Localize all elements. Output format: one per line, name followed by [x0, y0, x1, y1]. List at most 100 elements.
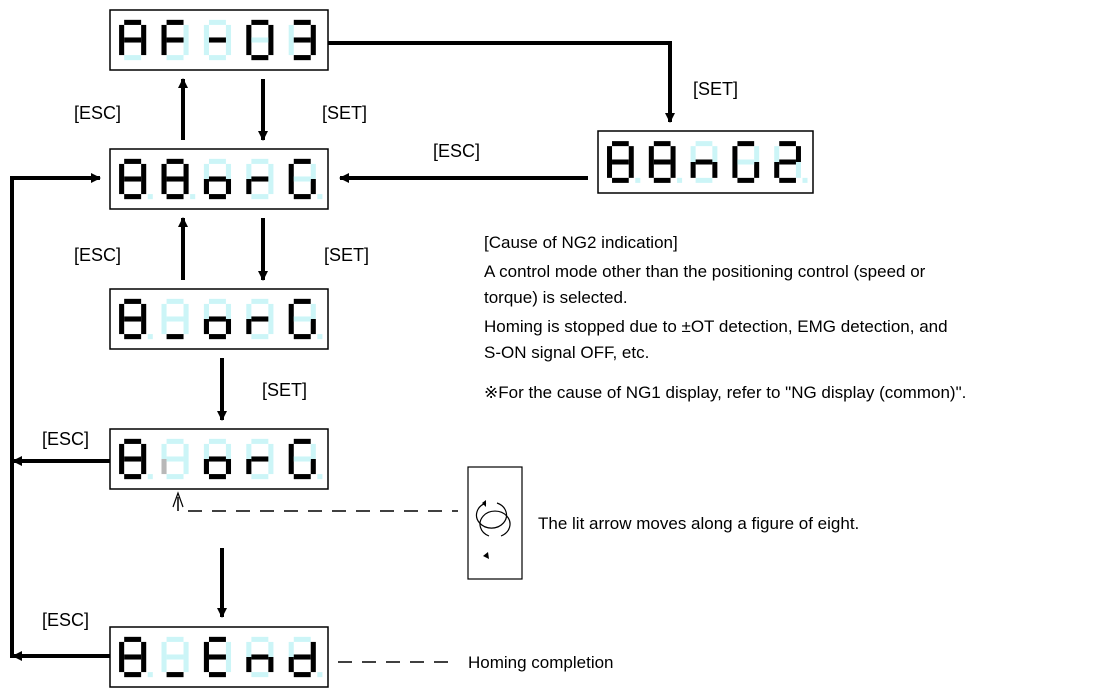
org1-digit-0-seg-d [124, 194, 142, 200]
end-digit-1-seg-f [161, 641, 167, 657]
end-digit-2-seg-a [208, 636, 226, 642]
org2-digit-4-seg-a [293, 298, 311, 304]
org3-digit-3-seg-d [251, 474, 269, 480]
org2-digit-4-seg-d [293, 334, 311, 340]
ng2-digit-0-seg-c [628, 162, 634, 178]
top-digit-0-seg-f [119, 24, 125, 40]
end-digit-4-seg-f [288, 641, 294, 657]
ng2-digit-3-seg-f [732, 146, 738, 162]
org3-digit-3-seg-a [251, 438, 269, 444]
ng2-digit-1-seg-b [670, 146, 676, 162]
ng2-digit-1-seg-f [648, 146, 654, 162]
ng2-digit-0-seg-f [607, 146, 613, 162]
end-digit-0-seg-d [124, 672, 142, 678]
top-digit-0-seg-g [124, 37, 142, 43]
top-digit-4-seg-g [293, 37, 311, 43]
end-digit-4-seg-g [293, 654, 311, 660]
top-digit-4-seg-b [310, 24, 316, 40]
org3-digit-4-seg-c [310, 459, 316, 475]
org3-digit-3-seg-f [246, 443, 252, 459]
org1-digit-2-seg-a [208, 158, 226, 164]
top-digit-2-seg-d [208, 55, 226, 61]
ng2-digit-1-seg-d [653, 177, 671, 183]
org1-digit-3-seg-f [246, 163, 252, 179]
org1-digit-0-seg-e [119, 179, 125, 195]
esc-label-ng2: [ESC] [433, 141, 481, 161]
org2-digit-2-seg-e [203, 319, 209, 335]
org1-digit-2-seg-d [208, 194, 226, 200]
ng2-digit-3-seg-d [737, 177, 755, 183]
org2-digit-3-seg-g [251, 316, 269, 322]
org3-digit-2-seg-c [225, 459, 232, 475]
top-digit-1-seg-c [183, 40, 189, 56]
ng2-digit-2-seg-b [712, 146, 718, 162]
top-digit-3-seg-f [246, 24, 252, 40]
ng2-digit-0-seg-g [612, 159, 629, 165]
org2-digit-2-seg-b [225, 303, 232, 319]
top-digit-2-seg-g [208, 37, 226, 43]
org2-digit-1-seg-c [183, 319, 189, 335]
org2-digit-4-dot [317, 334, 323, 340]
org2-digit-4-seg-f [288, 303, 294, 319]
end-digit-1-seg-a [166, 636, 184, 642]
end-digit-3-seg-g [251, 654, 269, 660]
end-digit-3-seg-c [268, 657, 274, 673]
org1-digit-0-dot [147, 194, 153, 200]
top-digit-4-seg-f [288, 24, 294, 40]
end-digit-0-seg-c [141, 657, 147, 673]
figure-eight-legend-box [467, 466, 523, 580]
org3-digit-1-seg-d [166, 474, 184, 480]
ng2-digit-4-seg-g [779, 159, 796, 165]
display-ng2-digits [607, 141, 808, 183]
end-digit-3-seg-f [246, 641, 252, 657]
org2-digit-0-seg-a [124, 298, 142, 304]
org2-digit-2-seg-d [208, 334, 226, 340]
top-digit-2-seg-f [203, 24, 209, 40]
end-digit-4-seg-a [293, 636, 311, 642]
org2-digit-3-seg-c [268, 319, 274, 335]
esc-label-4: [ESC] [42, 610, 90, 630]
ng2-digit-2-seg-g [695, 159, 713, 165]
display-top-digits [119, 19, 316, 61]
end-digit-2-seg-b [225, 641, 232, 657]
org2-digit-2-seg-c [225, 319, 232, 335]
ng2-digit-4-seg-f [774, 146, 780, 162]
org1-digit-4-seg-e [288, 179, 294, 195]
org2-digit-2-seg-g [208, 316, 226, 322]
ng2-digit-1-seg-g [653, 159, 671, 165]
org1-digit-0-seg-b [141, 163, 147, 179]
top-digit-1-seg-b [183, 24, 189, 40]
org3-digit-0-dot [147, 474, 153, 480]
end-digit-1-seg-g [166, 654, 184, 660]
org1-digit-4-seg-c [310, 179, 316, 195]
org3-digit-2-seg-g [208, 456, 226, 462]
ng2-digit-1-seg-a [653, 141, 671, 147]
note-line-2: torque) is selected. [484, 288, 628, 307]
org1-digit-3-seg-c [268, 179, 274, 195]
org3-digit-0-seg-f [119, 443, 125, 459]
note-line-5: ※For the cause of NG1 display, refer to … [484, 383, 967, 402]
org3-digit-4-seg-f [288, 443, 294, 459]
top-digit-4-seg-e [288, 40, 294, 56]
org2-digit-0-seg-c [141, 319, 147, 335]
ng2-digit-0-seg-d [612, 177, 629, 183]
org3-digit-4-seg-e [288, 459, 294, 475]
ng2-digit-0-seg-e [607, 162, 613, 178]
org3-digit-3-seg-b [268, 443, 274, 459]
ng2-digit-3-seg-c [754, 162, 760, 178]
end-digit-1-seg-d [166, 672, 184, 678]
top-digit-4-seg-d [293, 55, 311, 61]
ng2-digit-1-dot [677, 177, 683, 183]
legend-text: The lit arrow moves along a figure of ei… [538, 514, 860, 533]
end-digit-0-dot [147, 672, 153, 678]
org1-digit-1-seg-a [166, 158, 184, 164]
ng2-digit-0-dot [635, 177, 641, 183]
top-digit-1-seg-a [166, 19, 184, 25]
org2-digit-3-seg-e [246, 319, 252, 335]
org1-digit-1-seg-d [166, 194, 184, 200]
end-digit-2-seg-e [203, 657, 209, 673]
note-heading: [Cause of NG2 indication] [484, 233, 678, 252]
ng2-digit-4-dot [802, 177, 808, 183]
org3-digit-4-seg-a [293, 438, 311, 444]
org3-digit-0-seg-g [124, 456, 142, 462]
